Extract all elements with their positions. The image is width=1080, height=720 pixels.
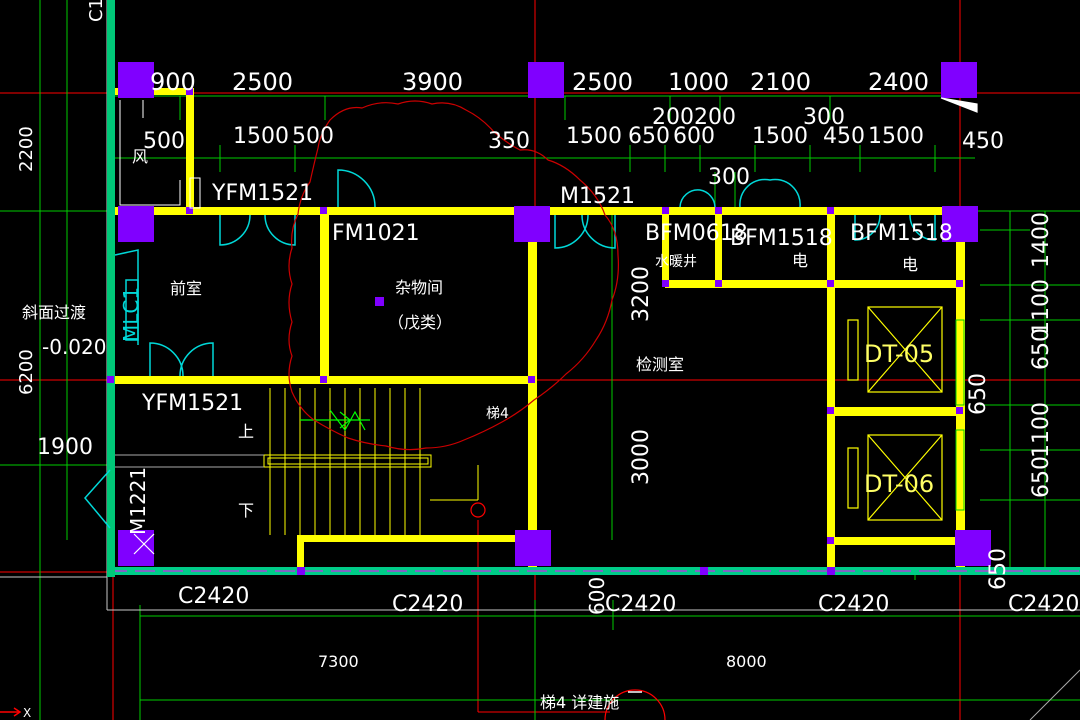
dim-text-vertical: 3000 [629,429,654,485]
elevation-label: -0.020 [42,335,106,359]
right-dimension-texts: 1400 1100 650 1100 650 650 650 [966,212,1054,590]
room-label-shaft: 水暖井 [655,254,697,270]
room-label-storage: 杂物间 [395,278,443,297]
dim-text: 8000 [726,652,767,671]
dim-text-vertical: 3200 [629,266,654,322]
dim-text-vertical: 650 [986,548,1011,590]
dim-text: 2500 [572,68,633,96]
room-label-storage-class: （戊类） [388,313,452,332]
dim-text: 2400 [868,68,929,96]
window-label: C2420 [818,592,889,617]
top-dimension-texts-row1: 900 2500 3900 2500 1000 2100 2400 [150,68,929,96]
revision-cloud [288,100,619,451]
dim-text: 600 [673,124,715,149]
dim-text: 1500 [233,124,289,149]
column-marks [133,97,978,555]
elevator-green-frames [955,319,965,511]
dim-text: 450 [823,124,865,149]
top-dimension-texts-small: 200 200 300 300 [652,105,845,190]
door-label: BFM0618 [645,221,748,246]
dim-text: 200 [694,105,736,130]
axis-bubble [470,502,486,518]
dim-text: 300 [708,165,750,190]
stair-tag: 梯4 [486,406,509,422]
elevator-label-dt05: DT-05 [864,340,934,368]
dim-text-vertical: 650 [1029,328,1054,370]
dim-text-vertical: 2200 [16,126,37,172]
exterior-window-wall [107,0,1080,577]
dim-text: 1500 [868,124,924,149]
top-dimension-texts-row2: 500 1500 500 350 1500 650 600 1500 450 1… [143,124,1004,154]
dim-text: 7300 [318,652,359,671]
dim-text: 1900 [37,435,93,460]
handrail-lines [115,454,264,468]
dim-text: 450 [962,129,1004,154]
dim-text-vertical: 650 [1029,456,1054,498]
door-label: FM1021 [332,221,420,246]
door-label-vertical: MLC1 [119,287,143,342]
door-label: YFM1521 [211,181,313,206]
slope-label: 斜面过渡 [22,303,86,322]
dim-text: 1500 [566,124,622,149]
stair-up-label: 上 [238,422,254,441]
dim-text-vertical: 1100 [1029,402,1054,458]
dim-text-vertical: 600 [585,577,609,615]
dim-text: 3900 [402,68,463,96]
door-label-vertical: M1221 [126,467,150,535]
room-label-inspection: 检测室 [636,355,684,374]
window-label: C2420 [392,592,463,617]
window-label: C2420 [1008,592,1079,617]
dim-text: 2500 [232,68,293,96]
room-label-elec-b: 电 [902,255,918,274]
dim-text: 650 [628,124,670,149]
wall-joint-markers [107,88,963,575]
detail-callout-arc [604,689,666,720]
elevator-label-dt06: DT-06 [864,470,934,498]
window-label: C2420 [178,584,249,609]
door-labels: YFM1521 FM1021 M1521 BFM0618 BFM1518 BFM… [141,181,953,416]
window-labels: C2420 C2420 C2420 C2420 C2420 [178,584,1079,617]
curved-edge [1029,669,1080,720]
wind-shaft-outline [119,100,201,209]
dim-text: 1500 [752,124,808,149]
window-label: C2420 [605,592,676,617]
dim-text-vertical: 1400 [1029,212,1054,268]
door-swings [84,169,936,529]
ucs-icon [0,707,22,717]
dim-text: 500 [143,129,185,154]
dim-text: 1000 [668,68,729,96]
dim-text: 2100 [750,68,811,96]
room-label-elec-a: 电 [792,251,808,270]
stair-down-label: 下 [238,501,254,520]
room-label-vestibule: 前室 [170,279,202,298]
dim-text: 200 [652,105,694,130]
dim-text-vertical: 6200 [16,349,37,395]
ucs-x-label: X [23,706,31,720]
dim-text: 300 [803,105,845,130]
dim-text: 900 [150,68,196,96]
dim-text-vertical: 650 [966,373,991,415]
room-labels: 风 前室 杂物间 （戊类） 检测室 水暖井 电 电 梯4 上 下 [132,147,918,520]
dim-text: 350 [488,129,530,154]
stair-detail-note: 梯4 详建施 [540,693,619,712]
dim-text-vertical: 1100 [1029,279,1054,335]
wall-lines [107,88,967,571]
door-label: BFM1518 [730,226,833,251]
room-label-wind: 风 [132,147,148,166]
door-label: YFM1521 [141,391,243,416]
stair-flight [263,388,479,535]
dim-text: 500 [292,124,334,149]
axis-label-c1: C1 [86,0,107,22]
door-label: M1521 [560,184,635,209]
door-label: BFM1518 [850,221,953,246]
stair-arrow [300,409,370,432]
elevator-shafts [847,306,943,521]
